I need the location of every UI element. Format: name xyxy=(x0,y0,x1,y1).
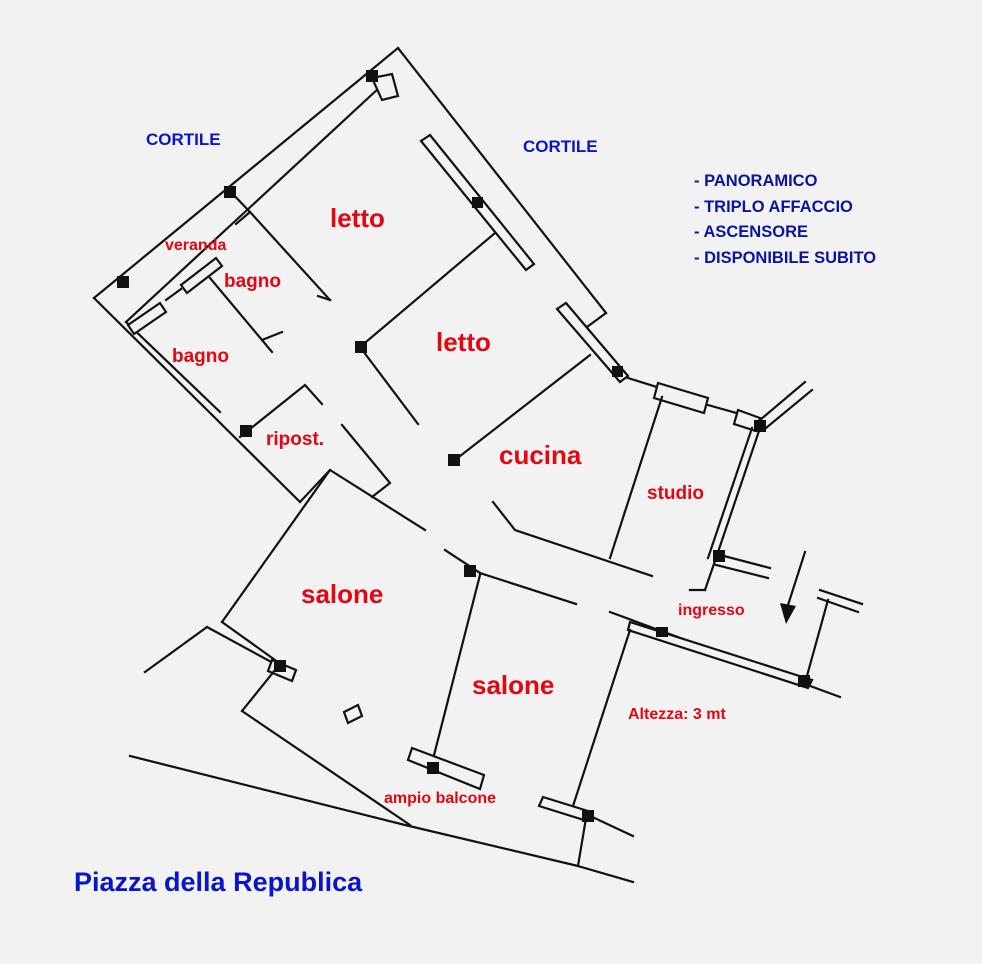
feature-item: - ASCENSORE xyxy=(694,223,808,241)
room-label-studio: studio xyxy=(647,483,704,504)
feature-item: - TRIPLO AFFACCIO xyxy=(694,197,853,216)
room-label-veranda: veranda xyxy=(165,237,227,254)
pillars xyxy=(117,70,810,822)
feature-item: - PANORAMICO xyxy=(694,172,818,190)
room-label-ripostiglio: ripost. xyxy=(266,429,325,450)
room-label-bagno: bagno xyxy=(172,346,229,367)
height-note: Altezza: 3 mt xyxy=(628,706,726,723)
room-label-balcone: ampio balcone xyxy=(384,790,497,807)
cortile-left-label: CORTILE xyxy=(146,130,221,149)
feature-item: - DISPONIBILE SUBITO xyxy=(694,248,877,267)
room-label-cucina: cucina xyxy=(499,440,582,470)
cortile-right-label: CORTILE xyxy=(523,137,598,156)
feature-list: - PANORAMICO - TRIPLO AFFACCIO - ASCENSO… xyxy=(694,169,876,271)
room-label-letto: letto xyxy=(330,203,385,233)
plan-title: Piazza della Republica xyxy=(74,867,363,897)
room-label-bagno: bagno xyxy=(224,271,281,292)
arrow-down-icon xyxy=(780,550,807,624)
room-label-salone: salone xyxy=(301,579,384,609)
room-label-letto: letto xyxy=(436,327,491,357)
room-label-ingresso: ingresso xyxy=(678,602,745,619)
room-label-salone: salone xyxy=(472,670,555,700)
